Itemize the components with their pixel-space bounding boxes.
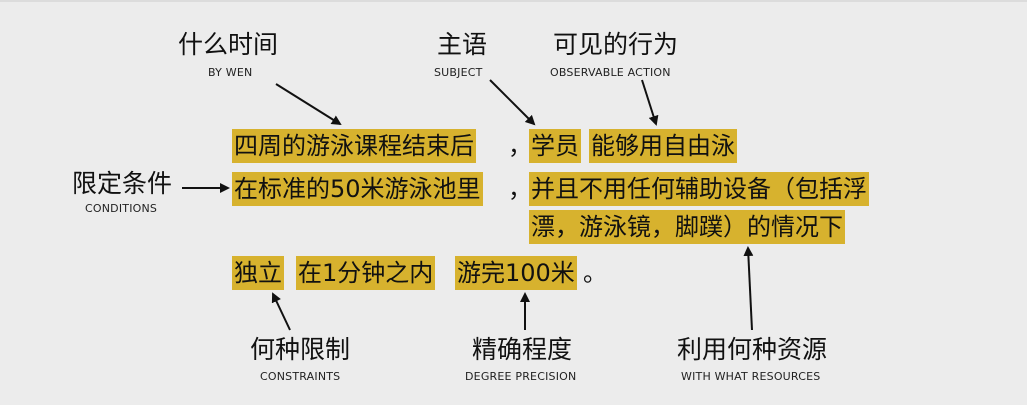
segment-resource-line-1: 并且不用任何辅助设备（包括浮	[529, 172, 869, 206]
label-precision-en: DEGREE PRECISION	[465, 370, 577, 383]
label-constraints-en: CONSTRAINTS	[260, 370, 341, 383]
segment-constraint-2: 在1分钟之内	[296, 256, 436, 290]
label-subject-en: SUBJECT	[434, 66, 483, 79]
arrow-constraints	[271, 292, 291, 331]
label-subject: 主语	[437, 30, 488, 59]
arrow-when	[275, 83, 342, 126]
label-action: 可见的行为	[553, 30, 679, 59]
segment-constraint-1: 独立	[232, 256, 284, 290]
segment-period: 。	[583, 259, 607, 287]
arrow-subject	[489, 79, 536, 126]
label-when: 什么时间	[178, 30, 279, 59]
label-action-en: OBSERVABLE ACTION	[550, 66, 671, 79]
label-precision: 精确程度	[472, 335, 573, 364]
label-constraints: 何种限制	[250, 335, 351, 364]
label-when-en: BY WEN	[208, 66, 253, 79]
segment-comma-1: ，	[508, 132, 532, 160]
segment-resource-line-2: 漂，游泳镜，脚蹼）的情况下	[529, 210, 845, 244]
segment-time: 四周的游泳课程结束后	[232, 129, 476, 163]
segment-subject: 学员	[529, 129, 581, 163]
label-resources-en: WITH WHAT RESOURCES	[681, 370, 821, 383]
arrow-action	[641, 79, 659, 126]
segment-precision: 游完100米	[455, 256, 577, 290]
label-conditions-en: CONDITIONS	[85, 202, 158, 215]
segment-place: 在标准的50米游泳池里	[232, 172, 483, 206]
segment-action: 能够用自由泳	[589, 129, 737, 163]
segment-comma-2: ，	[508, 175, 532, 203]
label-resources: 利用何种资源	[677, 335, 828, 364]
arrow-resources	[743, 246, 754, 331]
label-conditions: 限定条件	[72, 169, 173, 198]
